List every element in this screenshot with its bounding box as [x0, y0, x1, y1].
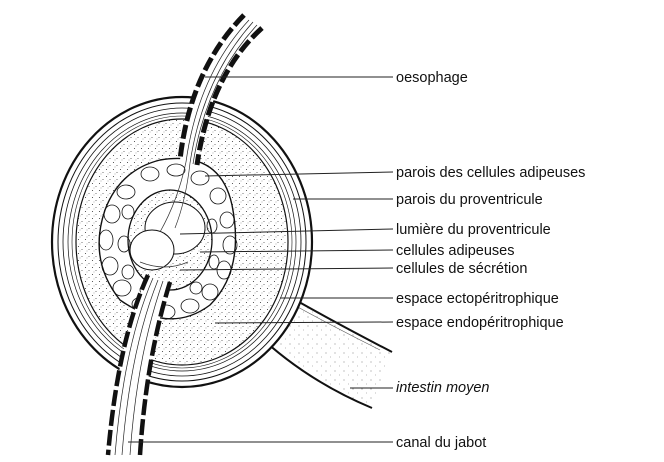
label-lumiere-proventricule: lumière du proventricule [396, 222, 551, 238]
label-canal-jabot: canal du jabot [396, 435, 486, 451]
label-intestin-moyen: intestin moyen [396, 380, 490, 396]
label-oesophage: oesophage [396, 70, 468, 86]
label-cellules-adipeuses: cellules adipeuses [396, 243, 515, 259]
labels: oesophage parois des cellules adipeuses … [396, 70, 585, 451]
secretory-cells [128, 190, 212, 290]
label-cellules-secretion: cellules de sécrétion [396, 261, 527, 277]
label-parois-cellules-adipeuses: parois des cellules adipeuses [396, 165, 585, 181]
label-parois-proventricule: parois du proventricule [396, 192, 543, 208]
label-espace-ectoperitrophique: espace ectopéritrophique [396, 291, 559, 307]
label-espace-endoperitrophique: espace endopéritrophique [396, 315, 564, 331]
